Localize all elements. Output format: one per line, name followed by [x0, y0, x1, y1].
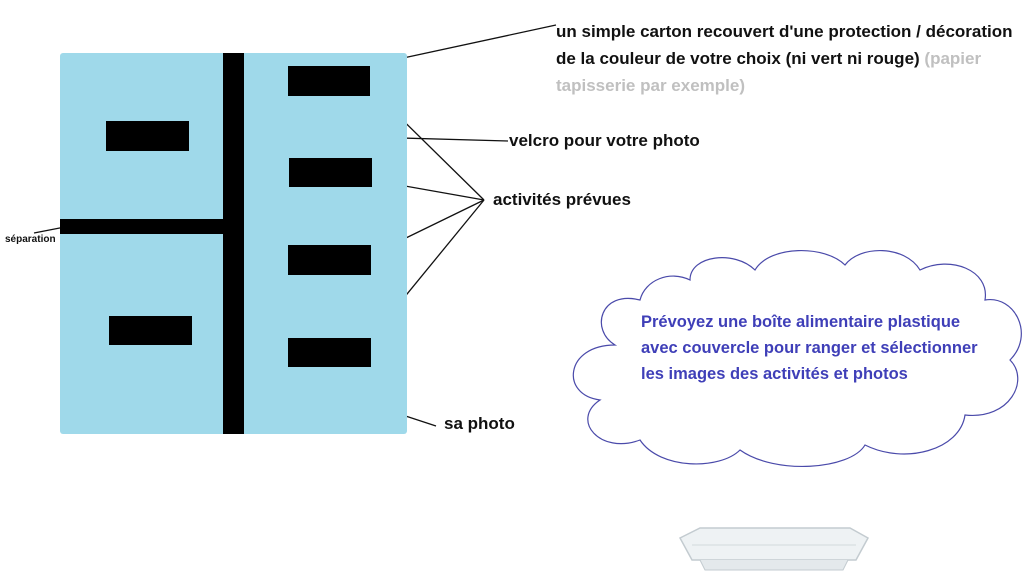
cloud-text: Prévoyez une boîte alimentaire plastique…	[641, 313, 978, 383]
line-title-to-board	[393, 24, 557, 61]
vertical-divider	[223, 53, 244, 434]
label-activites: activités prévues	[493, 190, 631, 209]
board-description-main: un simple carton recouvert d'une protect…	[556, 22, 1013, 68]
velcro-strip-activity-2	[289, 158, 372, 187]
label-velcro: velcro pour votre photo	[509, 131, 700, 150]
velcro-strip-activity-1	[288, 66, 370, 96]
velcro-strip-photo-bottom	[109, 316, 192, 345]
velcro-strip-activity-4	[288, 338, 371, 367]
plastic-container-image	[676, 493, 872, 579]
board-description-hint: (papier tapisserie par exemple)	[556, 49, 982, 95]
velcro-strip-photo-top	[106, 121, 189, 151]
label-sa-photo: sa photo	[444, 414, 515, 433]
velcro-strip-activity-3	[288, 245, 371, 275]
thought-cloud	[572, 249, 1022, 468]
label-separation: séparation	[5, 234, 56, 245]
horizontal-separation	[60, 219, 244, 234]
board-description: un simple carton recouvert d'une protect…	[556, 18, 1022, 99]
